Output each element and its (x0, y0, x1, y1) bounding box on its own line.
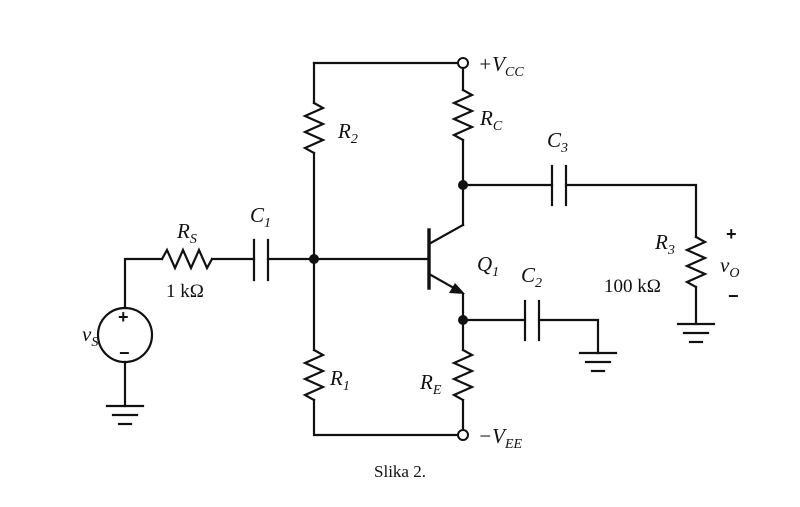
vs-label: vS (82, 322, 98, 350)
re-label: RE (419, 370, 442, 398)
ground-bypass (578, 351, 618, 373)
vcc-label: +VCC (478, 52, 524, 80)
resistor-r1 (302, 348, 326, 402)
c1-label: C1 (250, 203, 271, 231)
figure-caption: Slika 2. (374, 462, 426, 481)
vs-plus-sign: + (118, 307, 129, 327)
resistor-re (451, 348, 475, 402)
c3-label: C3 (547, 128, 568, 156)
r1-label: R1 (329, 366, 350, 394)
c2-ground-wire (537, 318, 600, 355)
r2-label: R2 (337, 119, 358, 147)
resistor-rc (451, 88, 475, 142)
r3-label: R3 (654, 230, 675, 258)
resistor-rs (160, 247, 214, 271)
vcc-terminal (457, 57, 469, 69)
c3-output-wire (564, 183, 698, 239)
resistor-r2 (302, 101, 326, 155)
vee-rail-wire (312, 398, 459, 437)
vo-minus-sign: − (728, 286, 739, 306)
rc-label: RC (479, 106, 503, 134)
q1-label: Q1 (477, 252, 499, 280)
transistor-q1-emitter-arrow (449, 283, 465, 294)
vee-terminal (457, 429, 469, 441)
rs-value: 1 kΩ (166, 281, 204, 302)
c2-label: C2 (521, 263, 542, 291)
vs-top-wire (123, 257, 164, 310)
vee-label: −VEE (478, 424, 523, 452)
ground-load (676, 322, 716, 344)
vo-label: vO (720, 253, 739, 281)
vo-plus-sign: + (726, 224, 737, 244)
rs-label: RS (176, 219, 197, 247)
vs-minus-sign: − (119, 343, 130, 363)
ground-source (105, 404, 145, 426)
r3-value: 100 kΩ (604, 276, 661, 297)
resistor-r3 (684, 235, 708, 289)
transistor-q1-collector (427, 223, 465, 246)
